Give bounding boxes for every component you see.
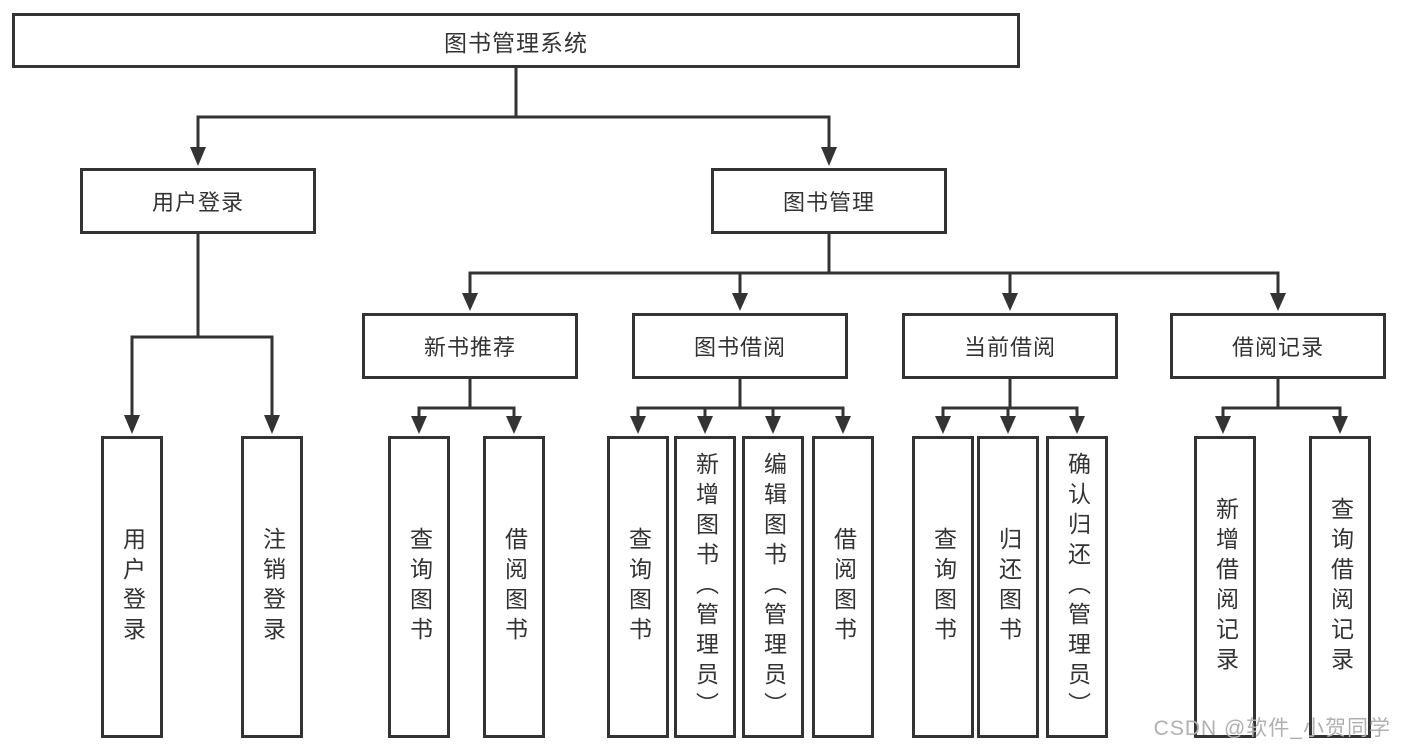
node-label: 查询图书 bbox=[625, 527, 652, 647]
arrow-down-icon bbox=[1270, 293, 1286, 311]
leaf-current-query-books: 查询图书 bbox=[912, 436, 974, 738]
node-label: 归还图书 bbox=[995, 527, 1022, 647]
arrow-down-icon bbox=[506, 416, 522, 434]
node-user-login: 用户登录 bbox=[80, 168, 316, 234]
node-label: 确认归还（管理员） bbox=[1064, 452, 1091, 722]
node-label: 用户登录 bbox=[119, 527, 146, 647]
node-book-borrowing: 图书借阅 bbox=[632, 313, 848, 379]
node-borrowing-records: 借阅记录 bbox=[1170, 313, 1386, 379]
arrow-down-icon bbox=[264, 415, 280, 434]
csdn-watermark: CSDN @软件_小贺同学 bbox=[1153, 717, 1391, 740]
leaf-current-confirm-return-admin: 确认归还（管理员） bbox=[1046, 436, 1108, 738]
leaf-recommend-borrow-books: 借阅图书 bbox=[483, 436, 545, 738]
arrow-down-icon bbox=[1332, 416, 1348, 434]
arrow-down-icon bbox=[124, 415, 140, 434]
leaf-user-login: 用户登录 bbox=[101, 436, 163, 738]
node-label: 查询图书 bbox=[930, 527, 957, 647]
arrow-down-icon bbox=[835, 416, 851, 434]
arrow-down-icon bbox=[935, 416, 951, 434]
node-label: 查询图书 bbox=[406, 527, 433, 647]
node-label: 编辑图书（管理员） bbox=[760, 452, 787, 722]
node-book-management: 图书管理 bbox=[711, 168, 947, 234]
node-label: 查询借阅记录 bbox=[1327, 497, 1354, 677]
node-label: 图书管理系统 bbox=[444, 29, 588, 56]
node-label: 新书推荐 bbox=[423, 335, 516, 360]
leaf-borrowing-query-books: 查询图书 bbox=[607, 436, 669, 738]
leaf-records-query-record: 查询借阅记录 bbox=[1309, 436, 1371, 738]
node-new-book-recommend: 新书推荐 bbox=[362, 313, 578, 379]
arrow-down-icon bbox=[732, 293, 748, 311]
node-label: 用户登录 bbox=[151, 190, 244, 215]
arrow-down-icon bbox=[1215, 416, 1231, 434]
node-label: 图书管理 bbox=[782, 190, 875, 215]
node-label: 当前借阅 bbox=[963, 335, 1056, 360]
leaf-borrowing-edit-books-admin: 编辑图书（管理员） bbox=[742, 436, 804, 738]
node-label: 借阅图书 bbox=[501, 527, 528, 647]
node-label: 借阅图书 bbox=[830, 527, 857, 647]
arrow-down-icon bbox=[462, 293, 478, 311]
arrow-down-icon bbox=[411, 416, 427, 434]
arrow-down-icon bbox=[190, 147, 206, 166]
leaf-logout: 注销登录 bbox=[241, 436, 303, 738]
node-label: 借阅记录 bbox=[1231, 335, 1324, 360]
arrow-down-icon bbox=[765, 416, 781, 434]
node-label: 图书借阅 bbox=[693, 335, 786, 360]
arrow-down-icon bbox=[630, 416, 646, 434]
node-label: 新增借阅记录 bbox=[1212, 497, 1239, 677]
arrow-down-icon bbox=[1000, 416, 1016, 434]
arrow-down-icon bbox=[821, 147, 837, 166]
leaf-current-return-books: 归还图书 bbox=[977, 436, 1039, 738]
leaf-recommend-query-books: 查询图书 bbox=[388, 436, 450, 738]
leaf-borrowing-add-books-admin: 新增图书（管理员） bbox=[674, 436, 736, 738]
arrow-down-icon bbox=[1002, 293, 1018, 311]
node-label: 新增图书（管理员） bbox=[692, 452, 719, 722]
node-current-borrowing: 当前借阅 bbox=[902, 313, 1118, 379]
leaf-borrowing-borrow-books: 借阅图书 bbox=[812, 436, 874, 738]
leaf-records-add-record: 新增借阅记录 bbox=[1194, 436, 1256, 738]
node-root-library-system: 图书管理系统 bbox=[12, 13, 1020, 68]
arrow-down-icon bbox=[1069, 416, 1085, 434]
arrow-down-icon bbox=[697, 416, 713, 434]
node-label: 注销登录 bbox=[259, 527, 286, 647]
